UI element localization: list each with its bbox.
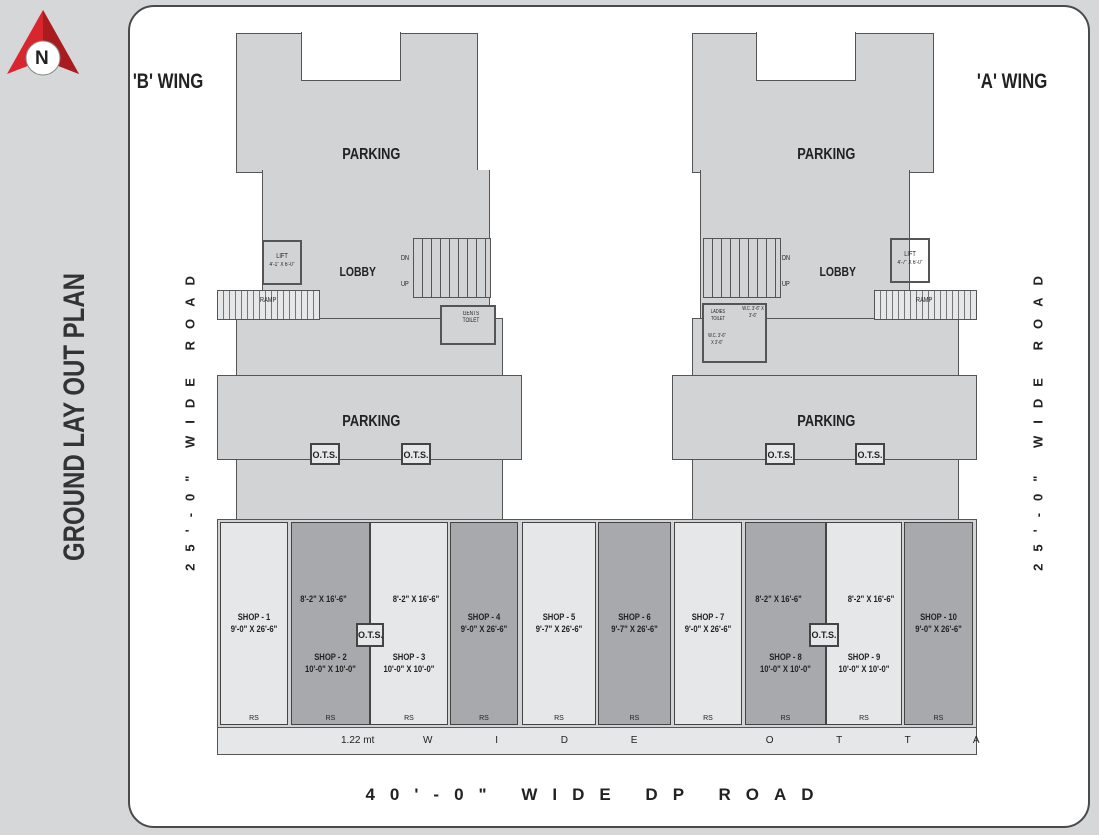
b-ots-1: O.T.S. <box>310 443 340 465</box>
rolling-shutter-label: RS <box>479 715 489 722</box>
b-ots-2: O.T.S. <box>401 443 431 465</box>
a-lift-label: LIFT <box>904 251 916 258</box>
a-wing-label: 'A' WING <box>976 70 1048 93</box>
shop-name: SHOP - 6 <box>618 612 651 622</box>
b-up: UP <box>400 281 409 288</box>
shop-name: SHOP - 3 <box>392 652 426 662</box>
a-parking-top: PARKING <box>797 146 856 163</box>
b-parking-top: PARKING <box>342 146 401 163</box>
shop-5[interactable]: SHOP - 5 9'-7" X 26'-6" RS <box>522 522 596 725</box>
shop-name: SHOP - 1 <box>237 612 271 622</box>
a-lift-size: 4'-7" X 6'-0" <box>897 260 923 266</box>
north-arrow-icon: N <box>5 8 81 80</box>
shop-size: 9'-0" X 26'-6" <box>915 624 962 634</box>
shop-name: SHOP - 7 <box>691 612 725 622</box>
shop-4[interactable]: SHOP - 4 9'-0" X 26'-6" RS <box>450 522 518 725</box>
rolling-shutter-label: RS <box>404 715 414 722</box>
rolling-shutter-label: RS <box>629 715 640 722</box>
otta: 1.22 mt W I D E O T T A <box>217 727 980 755</box>
shop-name: SHOP - 2 <box>314 652 347 662</box>
b-wing-label: 'B' WING <box>132 70 204 93</box>
a-wc-2: W.C. 3'-6" X 3'-6" <box>708 333 726 346</box>
a-ots-2: O.T.S. <box>855 443 885 465</box>
rolling-shutter-label: RS <box>554 715 564 722</box>
a-ramp-label: RAMP <box>916 297 933 304</box>
b-wing-lower-wide <box>217 375 522 460</box>
b-ramp-label: RAMP <box>260 297 277 304</box>
b-dn: DN <box>401 255 410 262</box>
shop-size: 10'-0" X 10'-0" <box>383 664 435 674</box>
rolling-shutter-label: RS <box>325 715 336 722</box>
shop-name: SHOP - 9 <box>847 652 881 662</box>
a-ladies-toilet: LADIES TOILET W.C. 3'-6" X 3'-6" W.C. 3'… <box>702 303 767 363</box>
a-up: UP <box>781 281 790 288</box>
a-lift: LIFT 4'-7" X 6'-0" <box>890 238 930 283</box>
a-ots-1: O.T.S. <box>765 443 795 465</box>
a-parking-bottom: PARKING <box>797 413 856 430</box>
shop-7[interactable]: SHOP - 7 9'-0" X 26'-6" RS <box>674 522 742 725</box>
shop-extra-size: 8'-2" X 16'-6" <box>755 594 802 604</box>
b-parking-bottom: PARKING <box>342 413 401 430</box>
shop-extra-size: 8'-2" X 16'-6" <box>847 594 895 604</box>
otta-text: W I D E O T T A <box>423 735 1010 746</box>
a-ladies-label: LADIES TOILET <box>710 309 726 322</box>
a-wing-lower-wide <box>672 375 977 460</box>
bottom-road-label: 40'-0" WIDE DP ROAD <box>365 785 829 804</box>
rolling-shutter-label: RS <box>249 715 259 722</box>
b-stairs[interactable] <box>413 238 491 298</box>
shop-ots-2: O.T.S. <box>809 623 839 647</box>
b-lift-label: LIFT <box>276 253 288 260</box>
shop-1[interactable]: SHOP - 1 9'-0" X 26'-6" RS <box>220 522 288 725</box>
rolling-shutter-label: RS <box>933 715 944 722</box>
right-road-label: 25'-0" WIDE ROAD <box>1030 264 1046 571</box>
shop-size: 10'-0" X 10'-0" <box>760 664 811 674</box>
a-lobby: LOBBY <box>819 264 856 279</box>
b-lift: LIFT 4'-1" X 6'-0" <box>262 240 302 285</box>
a-wing-notch <box>756 32 856 81</box>
left-road-label: 25'-0" WIDE ROAD <box>182 264 198 571</box>
shop-name: SHOP - 8 <box>769 652 802 662</box>
a-dn: DN <box>782 255 791 262</box>
shop-name: SHOP - 10 <box>920 612 957 622</box>
shop-ots-1: O.T.S. <box>356 623 384 647</box>
shop-extra-size: 8'-2" X 16'-6" <box>392 594 440 604</box>
shop-size: 9'-0" X 26'-6" <box>460 624 508 634</box>
rolling-shutter-label: RS <box>780 715 791 722</box>
b-ramp <box>217 290 320 320</box>
shop-10[interactable]: SHOP - 10 9'-0" X 26'-6" RS <box>904 522 973 725</box>
b-wing-notch <box>301 32 401 81</box>
shop-size: 9'-7" X 26'-6" <box>535 624 583 634</box>
otta-width: 1.22 mt <box>341 735 375 746</box>
shop-size: 10'-0" X 10'-0" <box>838 664 890 674</box>
b-gents-toilet: GENTS TOILET <box>440 305 496 345</box>
a-wc-1: W.C. 3'-6" X 3'-6" <box>742 306 764 319</box>
shop-size: 9'-0" X 26'-6" <box>684 624 732 634</box>
b-lift-size: 4'-1" X 6'-0" <box>269 262 295 268</box>
rolling-shutter-label: RS <box>859 715 869 722</box>
shop-size: 10'-0" X 10'-0" <box>305 664 356 674</box>
b-gents-toilet-label: GENTS TOILET <box>462 311 480 324</box>
page-title: GROUND LAY OUT PLAN <box>58 272 91 562</box>
north-label: N <box>35 48 49 69</box>
rolling-shutter-label: RS <box>703 715 713 722</box>
shop-name: SHOP - 5 <box>542 612 576 622</box>
shop-size: 9'-0" X 26'-6" <box>230 624 278 634</box>
shop-name: SHOP - 4 <box>467 612 501 622</box>
shop-6[interactable]: SHOP - 6 9'-7" X 26'-6" RS <box>598 522 671 725</box>
a-stairs[interactable] <box>703 238 781 298</box>
b-lobby: LOBBY <box>339 264 376 279</box>
shop-extra-size: 8'-2" X 16'-6" <box>300 594 347 604</box>
shop-size: 9'-7" X 26'-6" <box>611 624 658 634</box>
a-ramp <box>874 290 977 320</box>
